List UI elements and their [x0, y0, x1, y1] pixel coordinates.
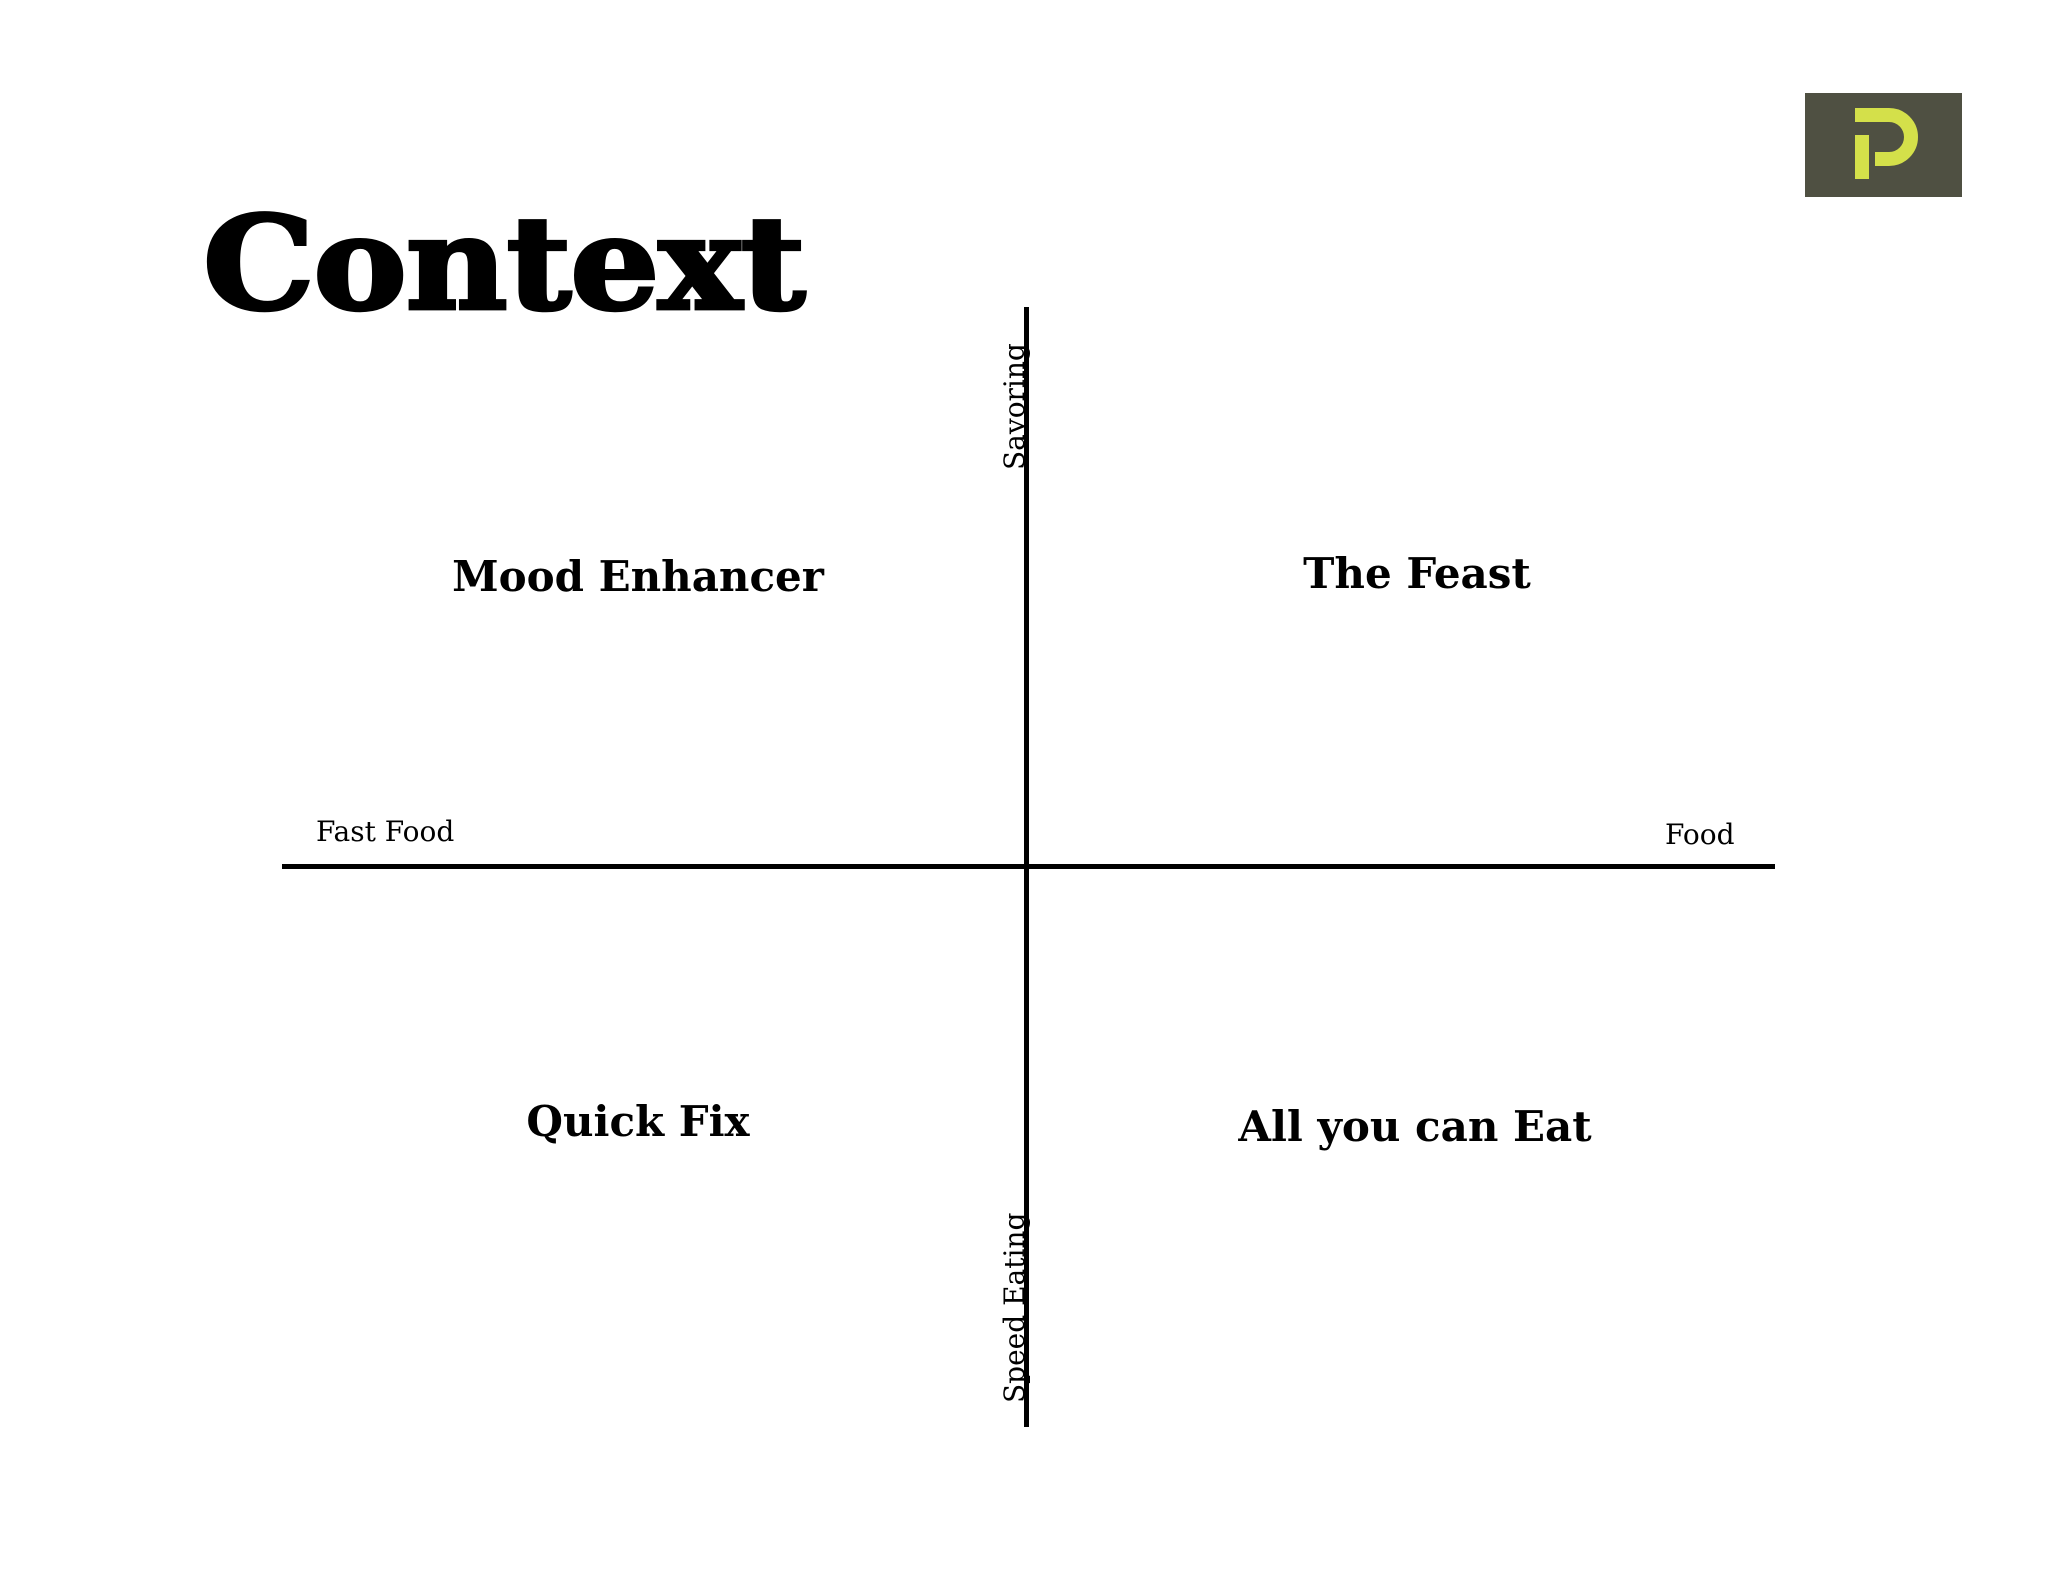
horizontal-axis [282, 864, 1775, 869]
quadrant-label-all-you-can-eat: All you can Eat [1238, 1102, 1592, 1151]
page-title: Context [201, 188, 807, 340]
quadrant-label-quick-fix: Quick Fix [526, 1097, 750, 1146]
axis-label-fast-food: Fast Food [316, 815, 455, 848]
axis-label-savoring: Savoring [998, 343, 1031, 470]
p-logo-icon [1855, 108, 1918, 179]
quadrant-label-the-feast: The Feast [1303, 549, 1531, 598]
quadrant-label-mood-enhancer: Mood Enhancer [452, 552, 824, 601]
axis-label-food: Food [1665, 818, 1735, 851]
axis-label-speed-eating: Speed Eating [998, 1212, 1031, 1403]
brand-logo [1805, 93, 1962, 197]
